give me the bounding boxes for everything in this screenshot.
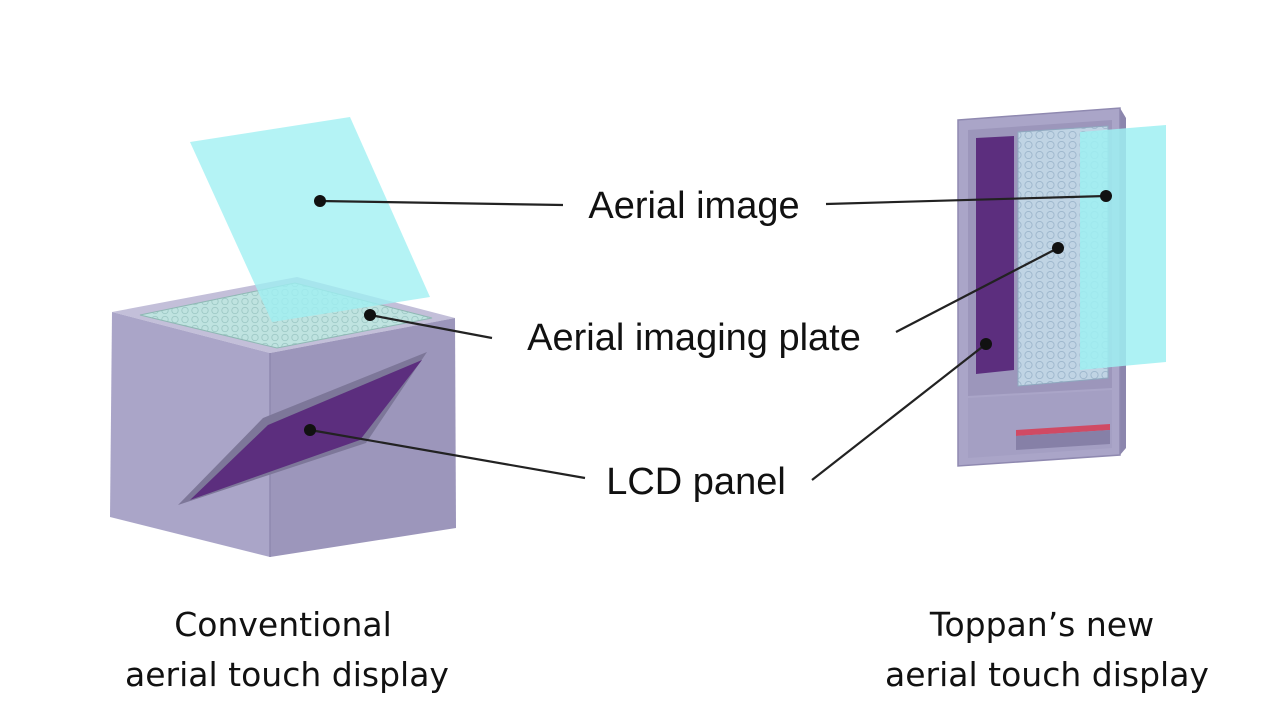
leader-lcd-panel-left — [309, 428, 586, 480]
toppan-lcd-panel — [976, 136, 1014, 374]
pointer-dot — [980, 338, 992, 350]
callout-lcd-panel: LCD panel — [606, 461, 786, 503]
leader-lines — [304, 190, 1112, 481]
caption-toppan-line2: aerial touch display — [885, 655, 1209, 694]
leader-imaging-plate-left — [369, 313, 493, 340]
toppan-aerial-image — [1080, 125, 1166, 370]
pointer-dot — [1100, 190, 1112, 202]
pointer-dot — [304, 424, 316, 436]
leader-imaging-plate-right — [895, 247, 1059, 333]
leader-aerial-image-left — [319, 199, 564, 207]
pointer-dot — [314, 195, 326, 207]
toppan-display — [957, 107, 1166, 467]
conventional-housing-left-face — [110, 312, 270, 557]
caption-toppan-line1: Toppan’s new — [929, 605, 1154, 644]
conventional-display — [110, 117, 456, 557]
pointer-dot — [1052, 242, 1064, 254]
caption-conventional-line1: Conventional — [174, 605, 392, 644]
caption-conventional-line2: aerial touch display — [125, 655, 449, 694]
leader-aerial-image-right — [825, 194, 1107, 206]
callout-aerial-image: Aerial image — [588, 185, 799, 227]
leader-lcd-panel-right — [811, 343, 987, 481]
pointer-dot — [364, 309, 376, 321]
toppan-accent-strip — [1016, 424, 1110, 436]
callout-aerial-imaging-plate: Aerial imaging plate — [527, 317, 861, 359]
conventional-aerial-image — [190, 117, 430, 322]
